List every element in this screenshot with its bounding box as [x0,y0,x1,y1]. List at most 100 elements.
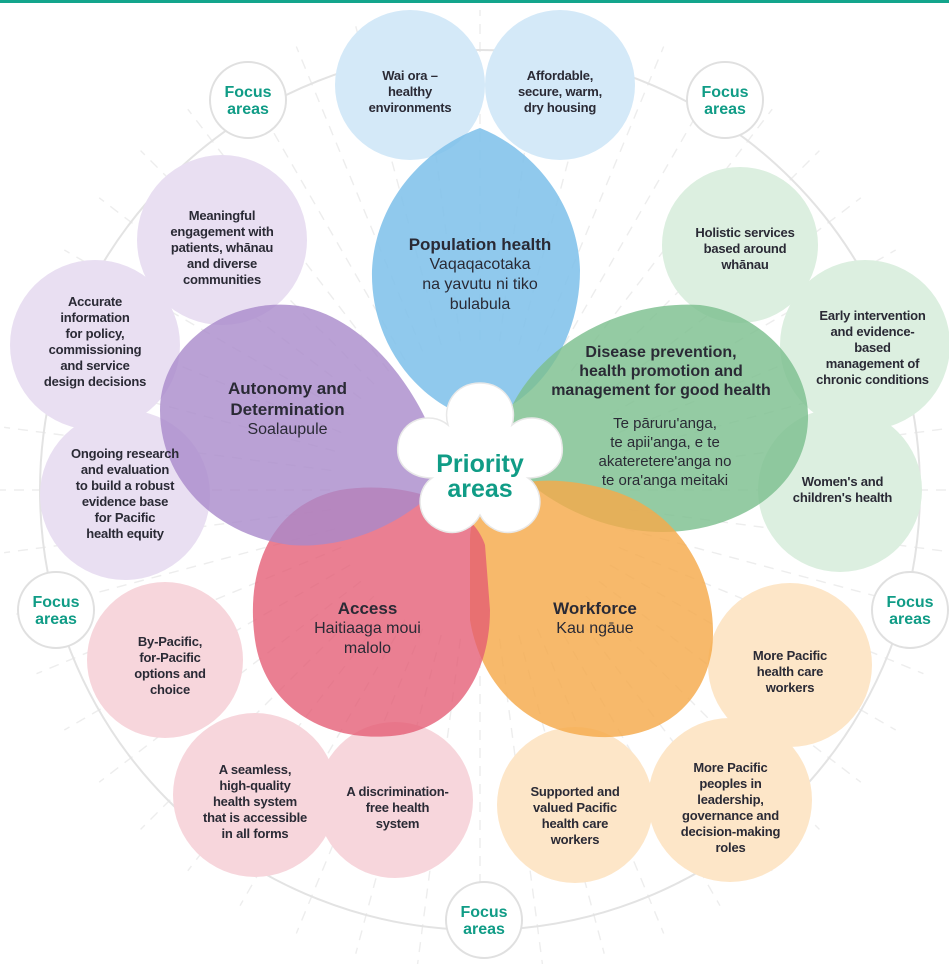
focus-badge-top-right: Focus areas [685,84,765,118]
focus-text-line: valued Pacific [533,800,617,815]
focus-text-line: for Pacific [94,510,156,525]
focus-circle-seamless [173,713,337,877]
focus-text-seamless: A seamless, high-quality health system t… [190,762,320,842]
focus-text-line: leadership, [697,792,764,807]
focus-badge-bottom: Focus areas [444,904,524,938]
focus-text-line: secure, warm, [517,84,603,99]
petal-workforce-title: Workforce [553,599,637,618]
focus-text-line: health system [212,794,298,809]
petal-disease-title-2: health promotion and [579,363,743,380]
focus-circle-housing [485,10,635,160]
focus-circle-discrimination [317,722,473,878]
focus-badge-line1: Focus [224,84,272,101]
center-label: Priority areas [405,452,555,502]
focus-badge-line2: areas [463,921,505,938]
focus-text-meaningful: Meaningful engagement with patients, whā… [152,208,292,288]
focus-text-line: system [375,816,420,831]
focus-text-line: chronic conditions [816,372,929,387]
focus-badge-line1: Focus [701,84,749,101]
focus-text-discrimination: A discrimination- free health system [335,784,460,832]
focus-text-line: management of [825,356,920,371]
focus-text-line: patients, whānau [170,240,274,255]
focus-text-line: Holistic services [695,225,795,240]
focus-text-line: dry housing [523,100,597,115]
focus-text-line: health equity [86,526,164,541]
focus-text-line: health care [756,664,824,679]
background-ray [554,73,721,361]
focus-area-circles [10,10,949,883]
focus-circle-by-pacific [87,582,243,738]
center-label-line2: areas [447,475,513,503]
focus-text-line: and evaluation [80,462,170,477]
petal-disease-sub-3: akateretere'anga no [598,453,732,470]
focus-text-line: Supported and [530,784,620,799]
top-accent-bar [0,0,949,3]
petal-workforce-text: Workforce Kau ngāue [520,598,670,639]
focus-circle-meaningful [137,155,307,325]
petal-access-text: Access Haitiaaga moui malolo [285,598,450,659]
focus-text-early-intervention: Early intervention and evidence- based m… [805,308,940,388]
focus-text-line: peoples in [699,776,762,791]
focus-text-line: in all forms [221,826,289,841]
focus-badge-circle [445,881,523,959]
focus-text-line: A seamless, [218,762,292,777]
focus-text-line: children's health [792,490,893,505]
petal-workforce [470,480,714,738]
focus-badge-circle [17,571,95,649]
petal-autonomy-text: Autonomy and Determination Soalaupule [195,378,380,440]
focus-circle-accurate [10,260,180,430]
focus-text-line: Wai ora – [382,68,438,83]
focus-circle-wai-ora [335,10,485,160]
focus-text-housing: Affordable, secure, warm, dry housing [500,68,620,116]
focus-text-line: and service [60,358,130,373]
focus-circle-leadership [648,718,812,882]
petal-population-title: Population health [408,235,552,254]
petal-disease-sub-4: te ora'anga meitaki [601,472,729,489]
petal-disease-title-1: Disease prevention, [585,344,737,361]
focus-text-line: high-quality [219,778,291,793]
petal-population-sub-1: Vaqaqacotaka [429,256,531,273]
petal-disease [510,304,809,532]
center-flower [397,382,563,534]
focus-badge-circle [686,61,764,139]
focus-text-line: communities [183,272,261,287]
petals [160,128,809,738]
focus-badge-top-left: Focus areas [208,84,288,118]
focus-text-line: engagement with [170,224,274,239]
petal-population-sub-2: na yavutu ni tiko [422,276,538,293]
focus-text-line: health care [541,816,609,831]
focus-text-accurate: Accurate information for policy, commiss… [30,294,160,390]
focus-text-line: free health [365,800,430,815]
focus-badge-line1: Focus [460,904,508,921]
petal-population-text: Population health Vaqaqacotaka na yavutu… [380,234,580,315]
focus-text-line: healthy [387,84,433,99]
focus-text-leadership: More Pacific peoples in leadership, gove… [668,760,793,856]
focus-badge-line2: areas [889,611,931,628]
petal-disease-text: Disease prevention, health promotion and… [530,343,792,400]
focus-badge-right: Focus areas [870,594,949,628]
focus-text-line: design decisions [43,374,147,389]
petal-workforce-sub-1: Kau ngāue [556,620,634,637]
focus-text-by-pacific: By-Pacific, for-Pacific options and choi… [110,634,230,698]
focus-text-supported: Supported and valued Pacific health care… [515,784,635,848]
focus-text-line: evidence base [81,494,169,509]
petal-population-sub-3: bulabula [449,296,511,313]
focus-badge-line1: Focus [886,594,934,611]
focus-text-research: Ongoing research and evaluation to build… [55,446,195,542]
focus-circle-holistic [662,167,818,323]
focus-text-line: roles [715,840,746,855]
focus-text-line: information [60,310,130,325]
petal-disease-title-3: management for good health [551,382,771,399]
focus-text-line: By-Pacific, [137,634,203,649]
focus-text-line: for-Pacific [139,650,201,665]
focus-circle-early-intervention [780,260,949,430]
focus-labels [17,61,949,959]
focus-text-line: Meaningful [188,208,256,223]
focus-text-line: governance and [682,808,779,823]
focus-text-line: Ongoing research [70,446,180,461]
petal-disease-sub-2: te apii'anga, e te [610,434,720,451]
focus-badge-line2: areas [704,101,746,118]
focus-text-more-workers: More Pacific health care workers [730,648,850,696]
focus-text-line: environments [368,100,452,115]
